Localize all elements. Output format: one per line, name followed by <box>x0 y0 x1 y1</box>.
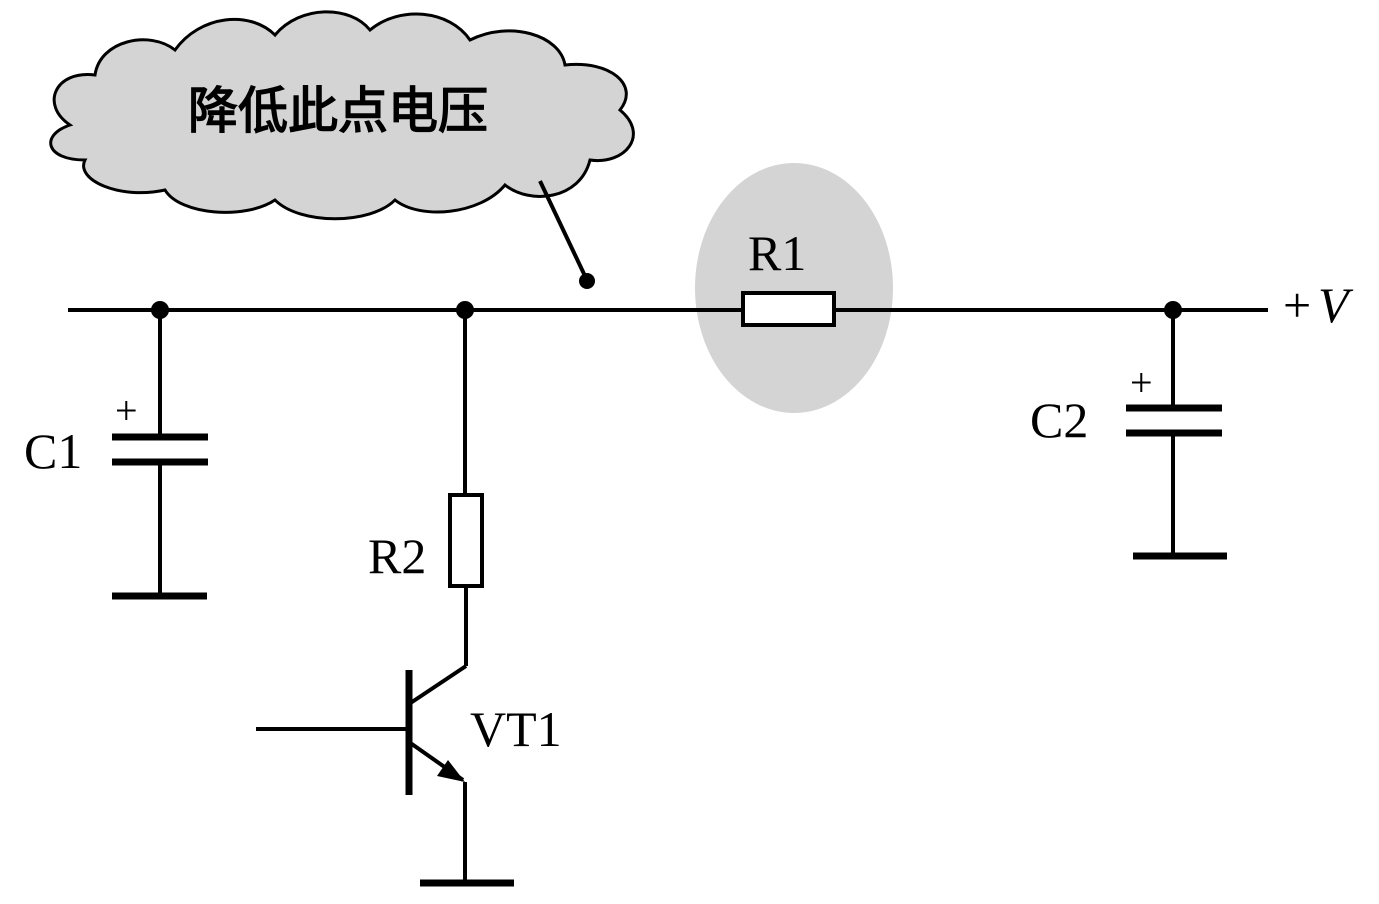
r1-resistor <box>741 291 836 327</box>
supply-symbol: V <box>1318 277 1354 333</box>
callout-pointer <box>538 180 587 277</box>
vt1-emitter-arrow <box>437 760 465 782</box>
c2-polarity: + <box>1130 360 1153 405</box>
r2-resistor <box>448 493 484 588</box>
vt1-collector-lead <box>407 664 468 706</box>
callout-cloud <box>49 10 635 221</box>
r1-label: R1 <box>748 225 806 281</box>
supply-plus: + <box>1283 277 1311 333</box>
callout-text: 降低此点电压 <box>188 82 488 140</box>
c1-polarity: + <box>115 388 138 433</box>
r2-label: R2 <box>368 528 426 584</box>
callout-target-dot <box>579 273 595 289</box>
r1-highlight <box>695 163 893 413</box>
vt1-label: VT1 <box>470 701 562 757</box>
c2-label: C2 <box>1030 392 1088 448</box>
c1-label: C1 <box>24 423 82 479</box>
